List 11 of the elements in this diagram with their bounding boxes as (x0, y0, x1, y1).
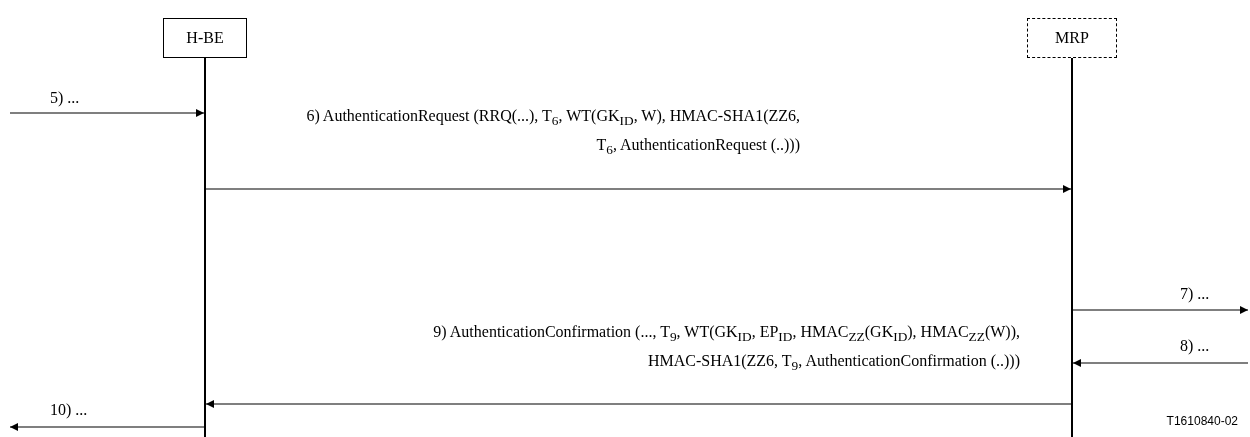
message-arrow (205, 185, 1072, 193)
message-arrow (9, 423, 205, 431)
message-arrow (205, 400, 1072, 408)
message-arrow (1072, 306, 1249, 314)
participant-box: H-BE (163, 18, 247, 58)
lifeline (204, 58, 206, 437)
figure-id: T1610840-02 (1166, 414, 1238, 428)
lifeline (1071, 58, 1073, 437)
message-arrow (1072, 359, 1249, 367)
message-arrow (9, 109, 205, 117)
participant-box: MRP (1027, 18, 1117, 58)
